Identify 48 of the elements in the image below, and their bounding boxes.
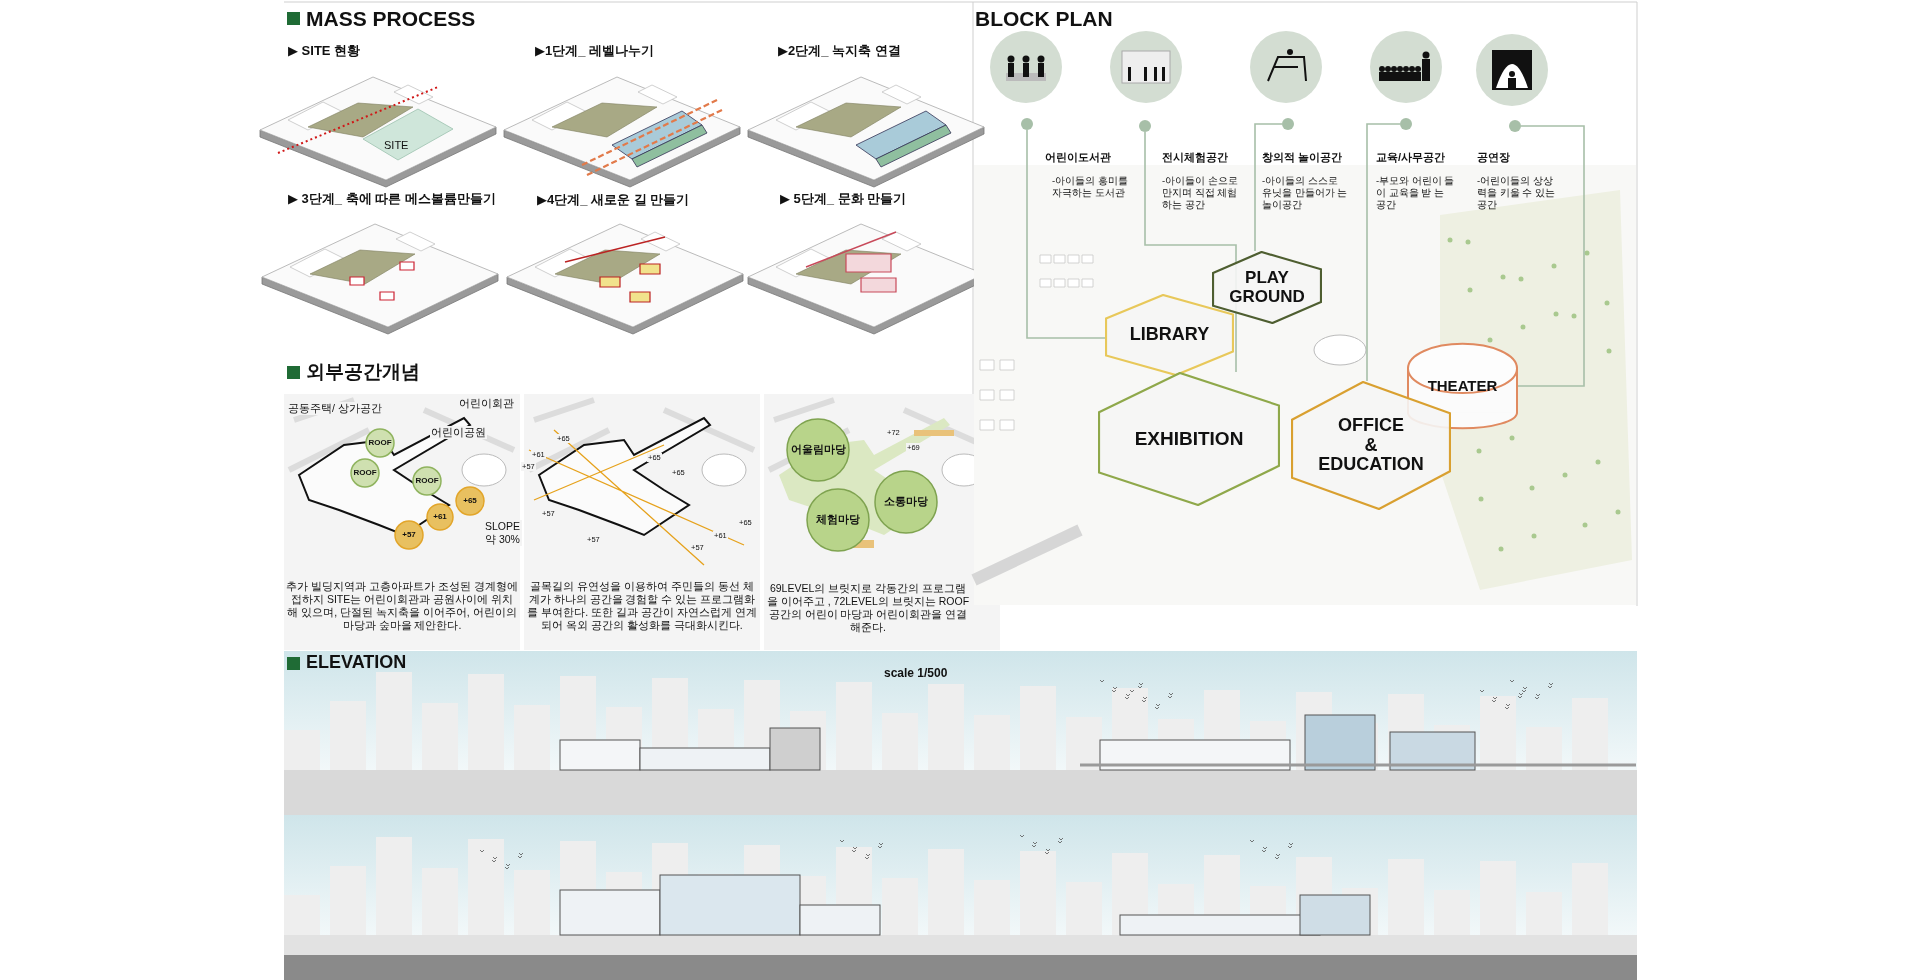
space-title: 공연장 — [1477, 151, 1511, 165]
space-description: -아이들의 스스로 유닛을 만들어가 는 놀이공간 — [1262, 175, 1348, 211]
site-label: SITE — [384, 139, 410, 153]
leader-line — [1026, 129, 1106, 339]
area-marker: ROOF — [365, 428, 395, 458]
step-heading: ▶4단계_ 새로운 길 만들기 — [537, 192, 691, 209]
caption: 추가 빌딩지역과 고층아파트가 조성된 경계형에 접하지 SITE는 어린이회관과 공원사이에 위치해 있으며, 단절된 녹지축을 이어주어, 어린이의 마당과 숲마을 제안한다. — [286, 580, 518, 633]
step-heading: ▶ 5단계_ 문화 만들기 — [780, 191, 908, 208]
annotation: 어린이회관 — [458, 397, 515, 411]
leader-dot — [1282, 118, 1294, 130]
space-description: -아이들의 흥미를 자극하는 도서관 — [1052, 175, 1129, 199]
section-heading: MASS PROCESS — [306, 6, 477, 32]
annotation: SLOPE 약 30% — [484, 520, 522, 547]
leader-dot — [1400, 118, 1412, 130]
annotation: 어린이공원 — [430, 426, 487, 440]
section-heading: BLOCK PLAN — [975, 6, 1114, 32]
caption: 69LEVEL의 브릿지로 각동간의 프로그램을 이어주고 , 72LEVEL의 브릿지는 ROOF 공간의 어린이 마당과 어린이회관을 연결해준다. — [766, 582, 970, 635]
area-marker: 소통마당 — [874, 470, 938, 534]
space-description: -부모와 어린이 들이 교육을 받 는 공간 — [1376, 175, 1456, 211]
section-heading: ELEVATION — [306, 651, 408, 674]
area-marker: ROOF — [412, 466, 442, 496]
step-heading: ▶1단계_ 레벨나누기 — [535, 43, 656, 60]
scale-label: scale 1/500 — [884, 666, 949, 681]
space-description: -어린이들의 상상 력을 키울 수 있는 공간 — [1477, 175, 1556, 211]
level-marker: +65 — [455, 486, 485, 516]
leader-dot — [1509, 120, 1521, 132]
step-heading: ▶ SITE 현황 — [288, 43, 362, 60]
leader-line — [1517, 125, 1585, 387]
step-heading: ▶ 3단계_ 축에 따른 메스볼륨만들기 — [288, 191, 497, 208]
space-title: 교육/사무공간 — [1376, 151, 1447, 165]
leader-line — [1254, 123, 1283, 252]
area-marker: 어울림마당 — [786, 418, 850, 482]
area-marker: ROOF — [350, 458, 380, 488]
section-heading: 외부공간개념 — [306, 360, 421, 384]
leader-line — [1366, 123, 1401, 382]
level-marker: +57 — [394, 520, 424, 550]
space-title: 창의적 놀이공간 — [1262, 151, 1344, 165]
space-title: 전시체험공간 — [1162, 151, 1229, 165]
step-heading: ▶2단계_ 녹지축 연결 — [778, 43, 902, 60]
annotation: 공동주택/ 상가공간 — [287, 402, 383, 416]
building-label: PLAY GROUND — [1212, 251, 1322, 324]
area-marker: 체험마당 — [806, 488, 870, 552]
level-marker: +61 — [426, 503, 454, 531]
space-title: 어린이도서관 — [1045, 151, 1112, 165]
space-description: -아이들이 손으로 만지며 직접 체험 하는 공간 — [1162, 175, 1239, 211]
leader-dot — [1139, 120, 1151, 132]
leader-dot — [1021, 118, 1033, 130]
caption: 골목길의 유연성을 이용하여 주민들의 동선 체계가 하나의 공간을 경험할 수 있는 프로그램화를 부여한다. 또한 길과 공간이 자연스럽게 연계되어 옥외 공간의 활성화를 극대화시킨다. — [526, 580, 758, 633]
